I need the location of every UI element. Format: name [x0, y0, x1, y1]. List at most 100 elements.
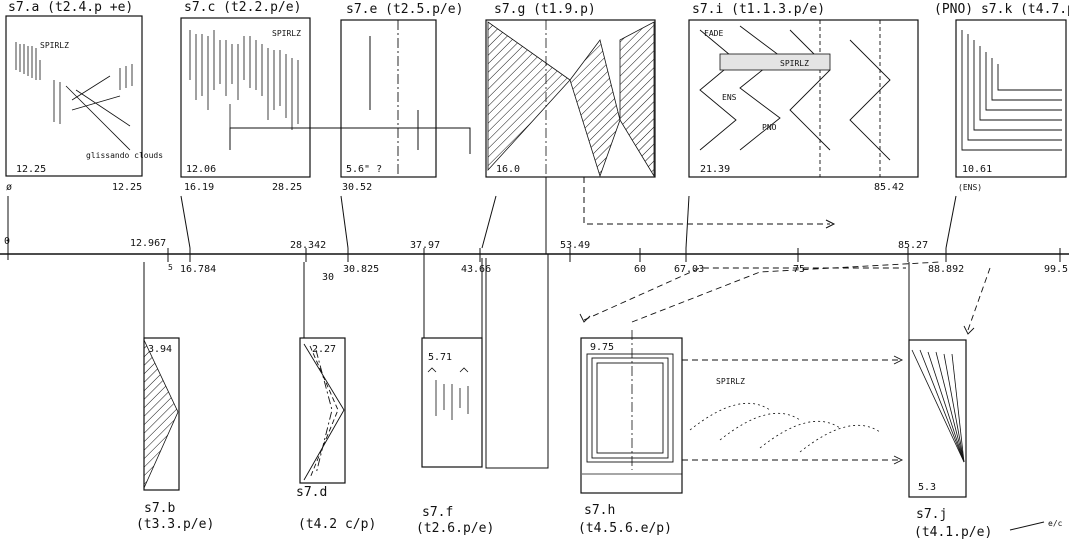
section-s7b: 3.94 s7.b (t3.3.p/e)	[136, 262, 214, 532]
duration: 3.94	[148, 344, 172, 355]
section-label: s7.d	[296, 485, 327, 500]
tick-label: 0	[4, 236, 10, 247]
section-s7d: 2.27 s7.d (t4.2 c/p)	[296, 262, 376, 532]
section-s7j: 5.3 s7.j (t4.1.p/e)	[908, 262, 992, 540]
duration: 5.71	[428, 352, 452, 363]
tick-label: 67.03	[674, 264, 704, 275]
section-sub: (t4.1.p/e)	[914, 525, 992, 540]
tick-label: 16.784	[180, 264, 216, 275]
section-box	[485, 19, 656, 178]
section-label: s7.f	[422, 505, 453, 520]
end-time: 85.42	[874, 182, 904, 193]
section-label: s7.b	[144, 501, 175, 516]
hatched-wedge	[569, 39, 621, 178]
tick-label: 37.97	[410, 240, 440, 251]
fan-lines	[911, 349, 965, 463]
section-s7k: (PNO) s7.k (t4.7.p/e) 10.61 (ENS)	[934, 2, 1069, 192]
section-note: SPIRLZ	[40, 41, 69, 50]
duration: 16.0	[496, 164, 520, 175]
note-stems	[189, 30, 299, 150]
section-sub: (t2.6.p/e)	[416, 521, 494, 536]
end-time: 28.25	[272, 182, 302, 193]
section-note: glissando clouds	[86, 151, 163, 160]
tick-label: 43.66	[461, 264, 491, 275]
tick-label: 99.5	[1044, 264, 1068, 275]
margin-note-text: e/c	[1048, 519, 1063, 528]
dashed-wedges	[303, 343, 345, 481]
tick-label: 30	[322, 272, 334, 283]
hatched-wedge	[143, 339, 179, 489]
nested-box	[596, 362, 664, 454]
nested-box	[591, 357, 669, 459]
section-box	[955, 19, 1067, 178]
section-box	[908, 339, 967, 498]
tick-label: 53.49	[560, 240, 590, 251]
section-label: s7.h	[584, 503, 615, 518]
note-stems	[15, 42, 133, 151]
section-sub: (t4.2 c/p)	[298, 517, 376, 532]
grace-notes	[427, 367, 469, 420]
section-label: s7.j	[916, 507, 947, 522]
timeline: 0 12.967 16.784 5 28.342 30 30.825 37.97…	[0, 236, 1069, 283]
zigzag-lines	[699, 20, 891, 177]
section-label: s7.a (t2.4.p +e)	[8, 0, 133, 15]
section-s7c: s7.c (t2.2.p/e) SPIRLZ 12.06 16.19 28.25	[180, 0, 311, 193]
tick-label: 28.342	[290, 240, 326, 251]
nested-box	[586, 353, 674, 463]
section-s7a: s7.a (t2.4.p +e) SPIRLZ glissando clouds…	[5, 0, 163, 193]
tick-label: 30.825	[343, 264, 379, 275]
section-label: s7.i (t1.1.3.p/e)	[692, 2, 825, 17]
section-box	[340, 19, 437, 178]
section-box	[299, 337, 346, 484]
connector	[481, 254, 549, 469]
connectors-top	[7, 127, 957, 254]
duration: 12.25	[16, 164, 46, 175]
section-note: ENS	[722, 93, 737, 102]
section-s7h: 9.75 SPIRLZ s7.h (t4.5.6.e/p)	[578, 330, 745, 536]
tick-label: 60	[634, 264, 646, 275]
arrow-heads	[579, 313, 975, 465]
start-time: 16.19	[184, 182, 214, 193]
spiral-band	[719, 53, 831, 71]
duration: 9.75	[590, 342, 614, 353]
start-time: (ENS)	[958, 183, 982, 192]
section-sub: (t3.3.p/e)	[136, 517, 214, 532]
section-box	[580, 337, 683, 494]
section-note: PNO	[762, 123, 777, 132]
section-label: s7.e (t2.5.p/e)	[346, 2, 463, 17]
section-note: SPIRLZ	[780, 59, 809, 68]
section-s7g: s7.g (t1.9.p) 16.0	[485, 2, 656, 178]
section-box	[421, 337, 483, 468]
duration: 5.3	[918, 482, 936, 493]
section-note: FADE	[704, 29, 723, 38]
spiral-curves	[689, 403, 881, 453]
section-label: s7.g (t1.9.p)	[494, 2, 596, 17]
section-box	[688, 19, 919, 178]
section-s7f: 5.71 s7.f (t2.6.p/e)	[416, 254, 549, 536]
dashed-arrows	[583, 261, 991, 461]
tick-label: 5	[168, 263, 173, 272]
duration: 21.39	[700, 164, 730, 175]
hatched-wedge	[619, 21, 655, 178]
duration: 2.27	[312, 344, 336, 355]
duration: 12.06	[186, 164, 216, 175]
section-box	[180, 17, 311, 178]
start-time: 30.52	[342, 182, 372, 193]
section-s7i: s7.i (t1.1.3.p/e) FADE ENS PNO SPIRLZ 21…	[688, 2, 919, 193]
duration: 10.61	[962, 164, 992, 175]
section-note: SPIRLZ	[716, 377, 745, 386]
section-label: (PNO) s7.k (t4.7.p/e)	[934, 2, 1069, 17]
section-sub: (t4.5.6.e/p)	[578, 521, 672, 536]
section-label: s7.c (t2.2.p/e)	[184, 0, 301, 15]
section-note: SPIRLZ	[272, 29, 301, 38]
start-time: ø	[6, 182, 12, 193]
hatched-wedge	[487, 21, 571, 172]
section-box	[5, 15, 143, 177]
duration: 5.6" ?	[346, 164, 382, 175]
tick-label: 85.27	[898, 240, 928, 251]
tick-label: 88.892	[928, 264, 964, 275]
tick-label: 75	[793, 264, 805, 275]
tick-label: 12.967	[130, 238, 166, 249]
end-time: 12.25	[112, 182, 142, 193]
